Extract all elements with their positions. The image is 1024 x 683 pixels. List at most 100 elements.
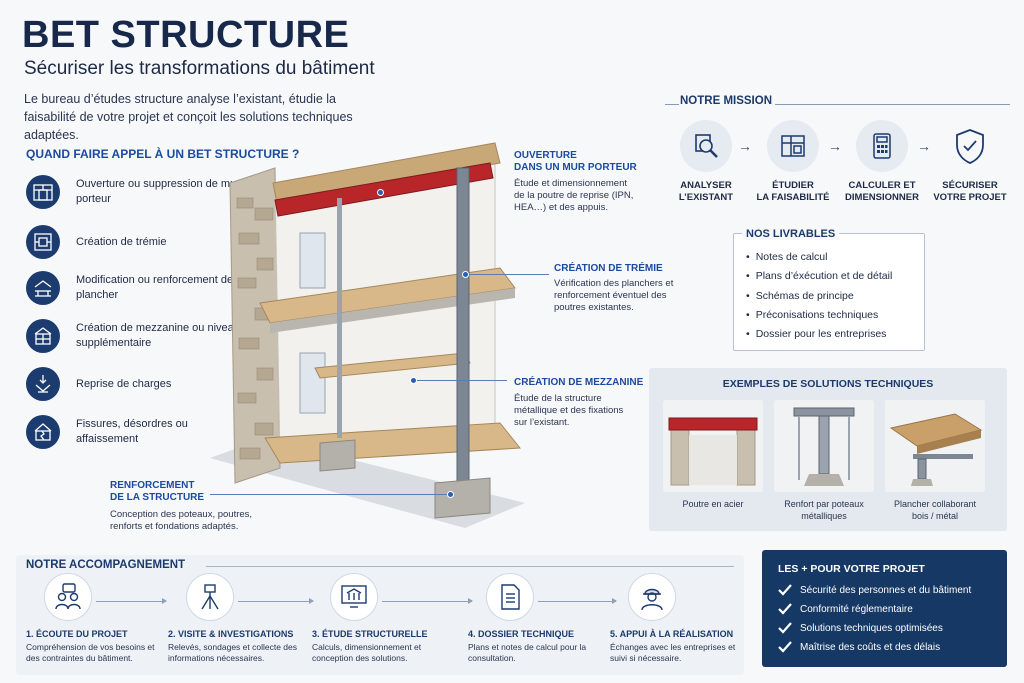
when-item: Création de trémie xyxy=(26,222,256,262)
accompagnement-step-title: 1. ÉCOUTE DU PROJET xyxy=(26,629,128,639)
accompagnement-step-title: 5. APPUI À LA RÉALISATION xyxy=(610,629,734,639)
callout-ouverture-text: Étude et dimensionnement de la poutre de… xyxy=(514,178,634,213)
arrow-right-icon xyxy=(382,598,473,604)
accompagnement-divider xyxy=(206,566,734,567)
mission-step: SÉCURISER VOTRE PROJET xyxy=(930,120,1010,204)
arrow-right-icon xyxy=(238,598,314,604)
accompagnement-step: 1. ÉCOUTE DU PROJET Compréhension de vos… xyxy=(26,573,168,664)
arrow-right-icon: → xyxy=(738,138,752,154)
livrable-item: Préconisations techniques xyxy=(746,309,879,321)
document-icon xyxy=(486,573,534,621)
mission-step: ÉTUDIER LA FAISABILITÉ xyxy=(753,120,833,204)
advantage-label: Solutions techniques optimisées xyxy=(800,622,943,634)
page-title: BET STRUCTURE xyxy=(22,14,350,56)
callout-dot xyxy=(447,491,454,498)
livrables-heading: NOS LIVRABLES xyxy=(742,228,840,240)
advantage-item: Sécurité des personnes et du bâtiment xyxy=(778,584,971,596)
accompagnement-step-text: Échanges avec les entreprises et suivi s… xyxy=(610,642,736,663)
advantage-label: Maîtrise des coûts et des délais xyxy=(800,641,941,653)
accompagnement-heading: NOTRE ACCOMPAGNEMENT xyxy=(26,559,186,571)
advantage-label: Conformité réglementaire xyxy=(800,603,913,615)
check-icon xyxy=(778,584,792,596)
check-icon xyxy=(778,622,792,634)
people-speech-icon xyxy=(44,573,92,621)
when-item-label: Fissures, désordres ou affaissement xyxy=(76,418,188,445)
callout-mezzanine-title: CRÉATION DE MEZZANINE xyxy=(514,377,644,388)
when-item-label: Création de mezzanine ou niveau suppléme… xyxy=(76,322,240,349)
floor-opening-icon xyxy=(26,225,60,259)
monitor-building-icon xyxy=(330,573,378,621)
advantages-heading: LES + POUR VOTRE PROJET xyxy=(778,563,925,575)
callout-tremie-title: CRÉATION DE TRÉMIE xyxy=(554,263,663,274)
examples-heading: EXEMPLES DE SOLUTIONS TECHNIQUES xyxy=(722,378,934,390)
callout-dot xyxy=(462,271,469,278)
livrables-box: NOS LIVRABLES Notes de calcul Plans d’éx… xyxy=(733,228,925,351)
accompagnement-step: 2. VISITE & INVESTIGATIONS Relevés, sond… xyxy=(168,573,310,664)
arrow-right-icon xyxy=(538,598,617,604)
example-steel-columns-image xyxy=(774,400,874,492)
accompagnement-step-text: Relevés, sondages et collecte des inform… xyxy=(168,642,297,663)
mission-step-label: SÉCURISER VOTRE PROJET xyxy=(933,180,1007,203)
example-label: Renfort par poteaux métalliques xyxy=(784,499,864,521)
example-composite-floor-image xyxy=(885,400,985,492)
callout-dot xyxy=(377,189,384,196)
example-steel-beam-image xyxy=(663,400,763,492)
when-item-label: Reprise de charges xyxy=(76,377,172,390)
livrable-item: Notes de calcul xyxy=(746,251,828,263)
floor-reinforcement-icon xyxy=(26,271,60,305)
accompagnement-step-title: 2. VISITE & INVESTIGATIONS xyxy=(168,629,294,639)
when-item: Ouverture ou suppression de mur porteur xyxy=(26,172,256,212)
examples-panel: EXEMPLES DE SOLUTIONS TECHNIQUES xyxy=(649,368,1007,531)
when-item-label: Modification ou renforcement de plancher xyxy=(76,274,234,301)
calculator-icon xyxy=(856,120,908,172)
callout-line xyxy=(469,274,549,275)
callout-line xyxy=(210,494,447,495)
callout-line xyxy=(417,380,507,381)
advantage-label: Sécurité des personnes et du bâtiment xyxy=(800,584,972,596)
accompagnement-step-text: Compréhension de vos besoins et des cont… xyxy=(26,642,155,663)
when-item: Fissures, désordres ou affaissement xyxy=(26,412,256,452)
mission-step-label: ANALYSER L’EXISTANT xyxy=(678,180,734,203)
callout-dot xyxy=(410,377,417,384)
accompagnement-panel: NOTRE ACCOMPAGNEMENT 1. ÉCOUTE DU PROJET… xyxy=(16,555,744,675)
advantage-item: Solutions techniques optimisées xyxy=(778,622,943,634)
mission-divider xyxy=(665,104,679,105)
example-label: Poutre en acier xyxy=(682,499,744,509)
shield-check-icon xyxy=(944,120,996,172)
mission-heading: NOTRE MISSION xyxy=(680,95,773,107)
when-item: Reprise de charges xyxy=(26,364,256,404)
check-icon xyxy=(778,641,792,653)
when-item-label: Ouverture ou suppression de mur porteur xyxy=(76,178,240,205)
callout-renforcement-text: Conception des poteaux, poutres, renfort… xyxy=(110,509,253,532)
accompagnement-step-text: Calculs, dimensionnement et conception d… xyxy=(312,642,422,663)
load-transfer-icon xyxy=(26,367,60,401)
mission-step: ANALYSER L’EXISTANT xyxy=(666,120,746,204)
example-label: Plancher collaborant bois / métal xyxy=(893,499,977,521)
accompagnement-step-title: 3. ÉTUDE STRUCTURELLE xyxy=(312,629,428,639)
building-cutaway-illustration xyxy=(210,142,525,528)
advantage-item: Conformité réglementaire xyxy=(778,603,913,615)
mission-step-label: CALCULER ET DIMENSIONNER xyxy=(845,180,919,203)
page-subtitle: Sécuriser les transformations du bâtimen… xyxy=(24,58,375,79)
mission-step-label: ÉTUDIER LA FAISABILITÉ xyxy=(756,180,830,203)
livrable-item: Dossier pour les entreprises xyxy=(746,328,887,340)
magnifier-plan-icon xyxy=(680,120,732,172)
callout-mezzanine-text: Étude de la structure métallique et des … xyxy=(514,393,624,428)
intro-paragraph: Le bureau d’études structure analyse l’e… xyxy=(24,92,353,142)
accompagnement-step-title: 4. DOSSIER TECHNIQUE xyxy=(468,629,575,639)
when-item: Création de mezzanine ou niveau suppléme… xyxy=(26,316,256,356)
mission-step: CALCULER ET DIMENSIONNER xyxy=(842,120,922,204)
mezzanine-icon xyxy=(26,319,60,353)
arrow-right-icon: → xyxy=(917,138,931,154)
blueprint-icon xyxy=(767,120,819,172)
accompagnement-step: 4. DOSSIER TECHNIQUE Plans et notes de c… xyxy=(468,573,610,664)
tripod-survey-icon xyxy=(186,573,234,621)
wall-opening-icon xyxy=(26,175,60,209)
callout-ouverture-title: OUVERTURE DANS UN MUR PORTEUR xyxy=(514,150,637,173)
advantages-panel: LES + POUR VOTRE PROJET Sécurité des per… xyxy=(762,550,1007,667)
when-item-label: Création de trémie xyxy=(76,235,167,248)
callout-tremie-text: Vérification des planchers et renforceme… xyxy=(554,278,674,313)
accompagnement-step: 5. APPUI À LA RÉALISATION Échanges avec … xyxy=(610,573,752,664)
when-heading: QUAND FAIRE APPEL À UN BET STRUCTURE ? xyxy=(26,147,300,161)
when-item: Modification ou renforcement de plancher xyxy=(26,268,256,308)
